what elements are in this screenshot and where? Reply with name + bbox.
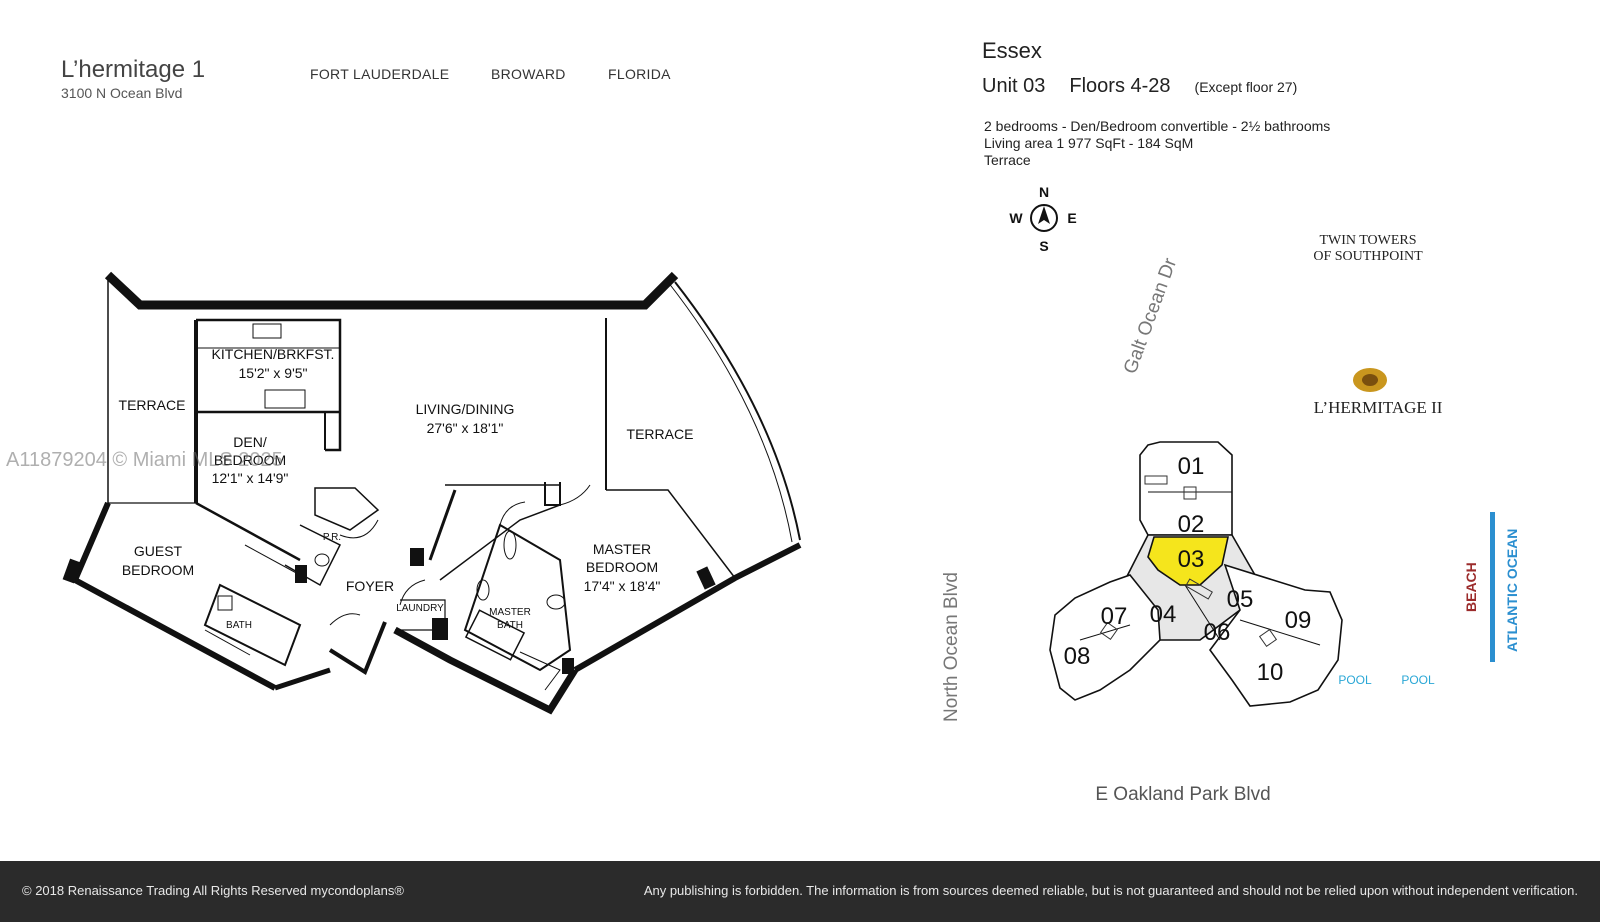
label-den-dim: 12'1" x 14'9" bbox=[212, 470, 289, 486]
label-guest-1: GUEST bbox=[134, 543, 183, 559]
label-guest-2: BEDROOM bbox=[122, 562, 194, 578]
label-master-dim: 17'4" x 18'4" bbox=[584, 578, 661, 594]
location-city: FORT LAUDERDALE bbox=[310, 66, 450, 82]
label-terrace-right: TERRACE bbox=[627, 426, 694, 442]
building-name: L’hermitage 1 bbox=[61, 56, 206, 83]
unit-04-label: 04 bbox=[1150, 601, 1177, 628]
unit-line: Unit 03 Floors 4-28 (Except floor 27) bbox=[982, 75, 1321, 98]
unit-outdoor: Terrace bbox=[984, 152, 1031, 168]
label-master-2: BEDROOM bbox=[586, 559, 658, 575]
compass-e: E bbox=[1067, 210, 1076, 226]
label-kitchen-dim: 15'2" x 9'5" bbox=[239, 365, 308, 381]
unit-06-label: 06 bbox=[1204, 619, 1231, 646]
lhermitage-logo-icon bbox=[1353, 368, 1387, 392]
compass-icon: N S E W bbox=[1009, 184, 1076, 254]
north-wall bbox=[104, 271, 679, 310]
unit-05-label: 05 bbox=[1227, 586, 1254, 613]
unit-area: Living area 1 977 SqFt - 184 SqM bbox=[984, 135, 1194, 151]
pool-1: POOL bbox=[1338, 673, 1372, 687]
unit-02-label: 02 bbox=[1178, 511, 1205, 538]
north-ocean-blvd: North Ocean Blvd bbox=[941, 572, 962, 722]
label-foyer: FOYER bbox=[346, 578, 394, 594]
unit-rooms: 2 bedrooms - Den/Bedroom convertible - 2… bbox=[984, 118, 1331, 134]
oakland-park-blvd: E Oakland Park Blvd bbox=[1095, 784, 1270, 805]
label-master-1: MASTER bbox=[593, 541, 651, 557]
twin-towers-2: OF SOUTHPOINT bbox=[1313, 249, 1423, 264]
unit-07-label: 07 bbox=[1101, 603, 1128, 630]
unit-floors: Floors 4-28 bbox=[1069, 75, 1171, 97]
beach-label: BEACH bbox=[1463, 562, 1479, 612]
label-living-dim: 27'6" x 18'1" bbox=[427, 420, 504, 436]
footer-bar: © 2018 Renaissance Trading All Rights Re… bbox=[0, 861, 1600, 922]
twin-towers-1: TWIN TOWERS bbox=[1319, 233, 1416, 248]
building-address: 3100 N Ocean Blvd bbox=[61, 85, 183, 101]
lhermitage-2-label: L’HERMITAGE II bbox=[1314, 398, 1443, 417]
label-master-bath-2: BATH bbox=[497, 620, 523, 631]
unit-exception: (Except floor 27) bbox=[1194, 79, 1298, 95]
ocean-line bbox=[1490, 512, 1495, 662]
unit-10-label: 10 bbox=[1257, 659, 1284, 686]
location-state: FLORIDA bbox=[608, 66, 671, 82]
label-den-1: DEN/ bbox=[233, 434, 267, 450]
label-kitchen: KITCHEN/BRKFST. bbox=[212, 346, 335, 362]
footer-disclaimer: Any publishing is forbidden. The informa… bbox=[643, 883, 1578, 898]
label-pr: P.R. bbox=[323, 532, 341, 543]
pool-2: POOL bbox=[1401, 673, 1435, 687]
unit-number: Unit 03 bbox=[982, 75, 1046, 97]
label-master-bath-1: MASTER bbox=[489, 607, 531, 618]
location-county: BROWARD bbox=[491, 66, 566, 82]
label-living: LIVING/DINING bbox=[416, 401, 515, 417]
footer-copyright: © 2018 Renaissance Trading All Rights Re… bbox=[22, 883, 404, 898]
unit-08-label: 08 bbox=[1064, 643, 1091, 670]
label-bath: BATH bbox=[226, 620, 252, 631]
mls-watermark: A11879204 © Miami MLS 2025 bbox=[6, 449, 283, 471]
galt-ocean-dr: Galt Ocean Dr bbox=[1120, 255, 1181, 377]
compass-w: W bbox=[1009, 210, 1023, 226]
unit-03-highlight bbox=[1147, 536, 1229, 586]
compass-s: S bbox=[1039, 238, 1048, 254]
unit-09-label: 09 bbox=[1285, 607, 1312, 634]
unit-details: 2 bedrooms - Den/Bedroom convertible - 2… bbox=[984, 118, 1330, 169]
ocean-label: ATLANTIC OCEAN bbox=[1504, 529, 1520, 652]
label-den-2: BEDROOM bbox=[214, 452, 286, 468]
label-laundry: LAUNDRY bbox=[396, 603, 444, 614]
unit-model: Essex bbox=[982, 38, 1042, 63]
label-terrace-left: TERRACE bbox=[119, 397, 186, 413]
floor-plan: KITCHEN/BRKFST. 15'2" x 9'5" TERRACE LIV… bbox=[62, 271, 802, 715]
compass-n: N bbox=[1039, 184, 1049, 200]
unit-03-label: 03 bbox=[1178, 546, 1205, 573]
site-plan: N S E W TWIN TOWERS OF SOUTHPOINT L’HERM… bbox=[941, 184, 1520, 805]
unit-01-label: 01 bbox=[1178, 453, 1205, 480]
